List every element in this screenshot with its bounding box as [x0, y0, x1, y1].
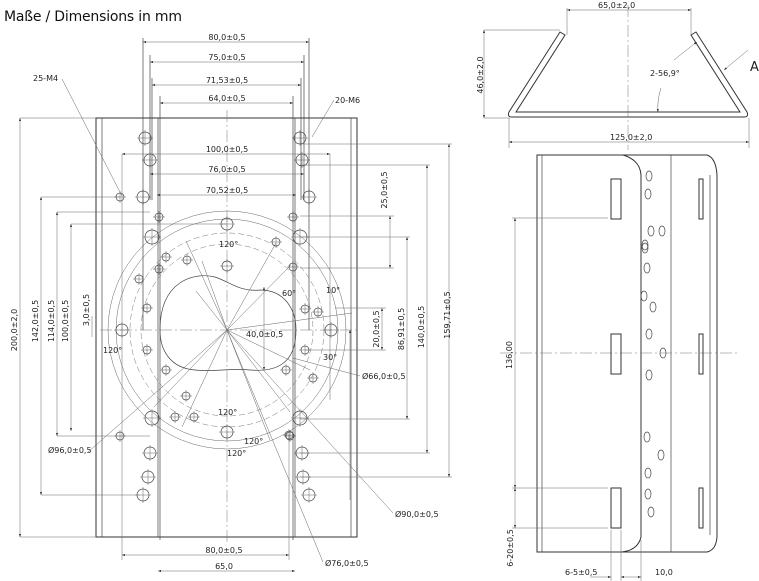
- dim-right-159-71: 159,71±0,5: [443, 291, 452, 338]
- hole: [657, 449, 665, 461]
- angle-ray: [153, 329, 228, 408]
- angle-ray: [226, 329, 291, 413]
- diameter-96: Ø96,0±0,5: [48, 445, 92, 455]
- angle-ray: [226, 242, 277, 331]
- dim-bottom-80: 80,0±0,5: [205, 546, 242, 555]
- dim-slot-width: 6-5±0,5: [565, 568, 598, 577]
- dim-height-136: 136,00: [505, 341, 514, 369]
- dim-top-65: 65,0±2,0: [598, 1, 635, 10]
- dim-offset-10: 10,0: [655, 568, 673, 577]
- top-view: 65,0±2,0 46,0±2,0 2-56,9° A 125,0±2,0: [476, 1, 759, 150]
- angle-label: 120°: [244, 437, 263, 446]
- angle-label: 30°: [323, 353, 337, 362]
- diameter-76: Ø76,0±0,5: [325, 558, 369, 568]
- hole: [644, 467, 652, 479]
- hole: [647, 225, 655, 237]
- dim-top-71-53: 71,53±0,5: [206, 76, 248, 85]
- dim-right-25: 25,0±0,5: [380, 171, 389, 208]
- side-holes: [640, 170, 667, 518]
- thread-label-m4: 25-M4: [33, 74, 58, 83]
- hole: [645, 328, 653, 340]
- center-dim: 40,0±0,5: [246, 330, 283, 339]
- angle-ray: [226, 329, 311, 371]
- dim-left-200: 200,0±2,0: [10, 309, 19, 351]
- hole: [645, 369, 653, 381]
- hole: [644, 488, 652, 500]
- drawing-title: Maße / Dimensions in mm: [4, 9, 182, 25]
- hole: [649, 301, 657, 313]
- bore-outline: [159, 275, 297, 371]
- angle-label: 60°: [282, 289, 296, 298]
- angle-ray: [226, 264, 292, 331]
- circle-d96: [107, 210, 347, 450]
- hole: [645, 170, 653, 182]
- dim-right-140: 140,0±0,5: [417, 306, 426, 348]
- dim-right-20: 20,0±0,5: [372, 310, 381, 347]
- diameter-90: Ø90,0±0,5: [395, 509, 439, 519]
- angle-ray: [226, 329, 271, 441]
- angle-label: 2-56,9°: [650, 69, 680, 78]
- dim-height-46: 46,0±2,0: [476, 56, 485, 93]
- angle-ray: [226, 312, 353, 331]
- angle-label: 120°: [227, 449, 246, 458]
- dim-top-75: 75,0±0,5: [208, 53, 245, 62]
- front-view: 80,0±0,5 75,0±0,5 71,53±0,5 64,0±0,5 100…: [10, 33, 452, 572]
- side-view: 136,00 6-20±0,5 6-5±0,5 10,0: [500, 154, 740, 581]
- dim-left-114: 114,0±0,5: [47, 300, 56, 342]
- dim-mid-76: 76,0±0,5: [208, 165, 245, 174]
- view-label-a: A: [750, 60, 759, 75]
- dim-mid-100: 100,0±0,5: [206, 145, 248, 154]
- angle-ray: [185, 240, 228, 331]
- hole: [644, 188, 652, 200]
- diameter-66: Ø66,0±0,5: [362, 371, 406, 381]
- dim-left-142: 142,0±0,5: [31, 300, 40, 342]
- dim-left-100: 100,0±0,5: [61, 300, 70, 342]
- dim-top-80: 80,0±0,5: [208, 33, 245, 42]
- angle-rays: [153, 240, 353, 441]
- hole: [643, 262, 651, 274]
- angle-ray: [195, 290, 228, 331]
- hole: [659, 347, 667, 359]
- dim-left-3: 3,0±0,5: [82, 294, 91, 326]
- angle-label: 10°: [326, 286, 340, 295]
- hole: [640, 290, 648, 302]
- angle-ray: [181, 329, 228, 428]
- hole: [643, 431, 651, 443]
- dim-width-125: 125,0±2,0: [610, 133, 652, 142]
- hole: [641, 239, 649, 251]
- angle-label: 120°: [103, 346, 122, 355]
- dim-bottom-65: 65,0: [215, 562, 233, 571]
- hole: [658, 225, 666, 237]
- angle-label: 120°: [219, 240, 238, 249]
- plate-outline: [95, 117, 358, 538]
- dim-top-64: 64,0±0,5: [208, 94, 245, 103]
- slots: [610, 178, 704, 529]
- dim-mid-70-52: 70,52±0,5: [206, 186, 248, 195]
- thread-label-m6: 20-M6: [335, 96, 360, 105]
- angle-ray: [201, 260, 228, 331]
- hole: [641, 242, 649, 254]
- dim-slot-20: 6-20±0,5: [506, 529, 515, 567]
- dim-right-86-91: 86,91±0,5: [397, 308, 406, 350]
- circle-d66: [140, 243, 314, 417]
- angle-label: 120°: [218, 408, 237, 417]
- hole: [647, 506, 655, 518]
